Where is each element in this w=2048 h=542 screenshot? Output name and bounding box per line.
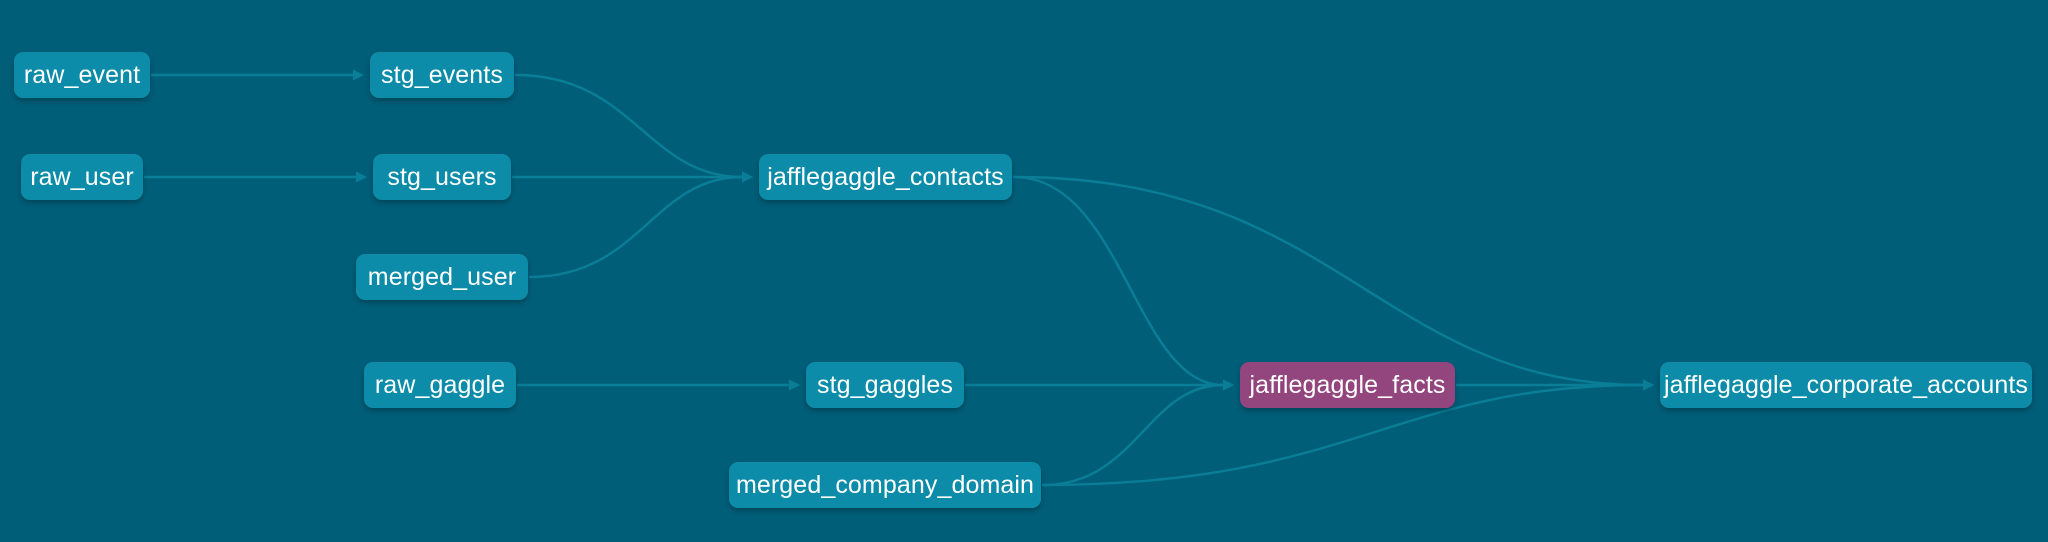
graph-node-raw_event[interactable]: raw_event xyxy=(14,52,150,98)
graph-edge-arrowhead xyxy=(789,379,800,391)
graph-node-label: merged_user xyxy=(367,262,517,291)
graph-edge-arrowhead xyxy=(1223,379,1234,391)
graph-edge-arrowhead xyxy=(353,69,364,81)
graph-node-jafflegaggle_contacts[interactable]: jafflegaggle_contacts xyxy=(759,154,1012,200)
graph-edge-merged_company_domain-to-jafflegaggle_facts xyxy=(1041,383,1225,487)
graph-node-raw_user[interactable]: raw_user xyxy=(21,154,143,200)
graph-edge-arrowhead xyxy=(1223,379,1234,391)
graph-edge-arrowhead xyxy=(1643,379,1654,391)
graph-node-stg_events[interactable]: stg_events xyxy=(370,52,514,98)
graph-node-jafflegaggle_corporate_accounts[interactable]: jafflegaggle_corporate_accounts xyxy=(1660,362,2032,408)
graph-node-stg_gaggles[interactable]: stg_gaggles xyxy=(806,362,964,408)
graph-edge-merged_user-to-jafflegaggle_contacts xyxy=(528,175,744,279)
graph-edge-jafflegaggle_contacts-to-jafflegaggle_corporate_accounts xyxy=(1012,175,1645,387)
graph-edge-arrowhead xyxy=(742,171,753,183)
graph-edge-arrowhead xyxy=(1223,379,1234,391)
graph-edge-jafflegaggle_contacts-to-jafflegaggle_facts xyxy=(1012,175,1225,387)
graph-node-label: jafflegaggle_facts xyxy=(1249,370,1446,399)
graph-node-jafflegaggle_facts[interactable]: jafflegaggle_facts xyxy=(1240,362,1455,408)
graph-node-merged_company_domain[interactable]: merged_company_domain xyxy=(729,462,1041,508)
graph-node-label: merged_company_domain xyxy=(735,470,1035,499)
graph-node-label: stg_gaggles xyxy=(817,370,953,399)
graph-node-label: jafflegaggle_corporate_accounts xyxy=(1664,370,2029,399)
graph-edge-arrowhead xyxy=(742,171,753,183)
graph-node-label: stg_users xyxy=(387,162,497,191)
graph-edge-arrowhead xyxy=(1643,379,1654,391)
graph-node-raw_gaggle[interactable]: raw_gaggle xyxy=(364,362,516,408)
graph-edge-arrowhead xyxy=(742,171,753,183)
graph-edge-arrowhead xyxy=(1643,379,1654,391)
graph-node-label: raw_user xyxy=(30,162,134,191)
graph-node-label: raw_event xyxy=(23,60,141,89)
graph-node-label: stg_events xyxy=(381,60,503,89)
graph-node-stg_users[interactable]: stg_users xyxy=(373,154,511,200)
graph-node-label: jafflegaggle_contacts xyxy=(767,162,1004,191)
graph-edge-stg_events-to-jafflegaggle_contacts xyxy=(514,73,744,179)
graph-node-label: raw_gaggle xyxy=(374,370,506,399)
graph-node-merged_user[interactable]: merged_user xyxy=(356,254,528,300)
graph-edge-arrowhead xyxy=(356,171,367,183)
